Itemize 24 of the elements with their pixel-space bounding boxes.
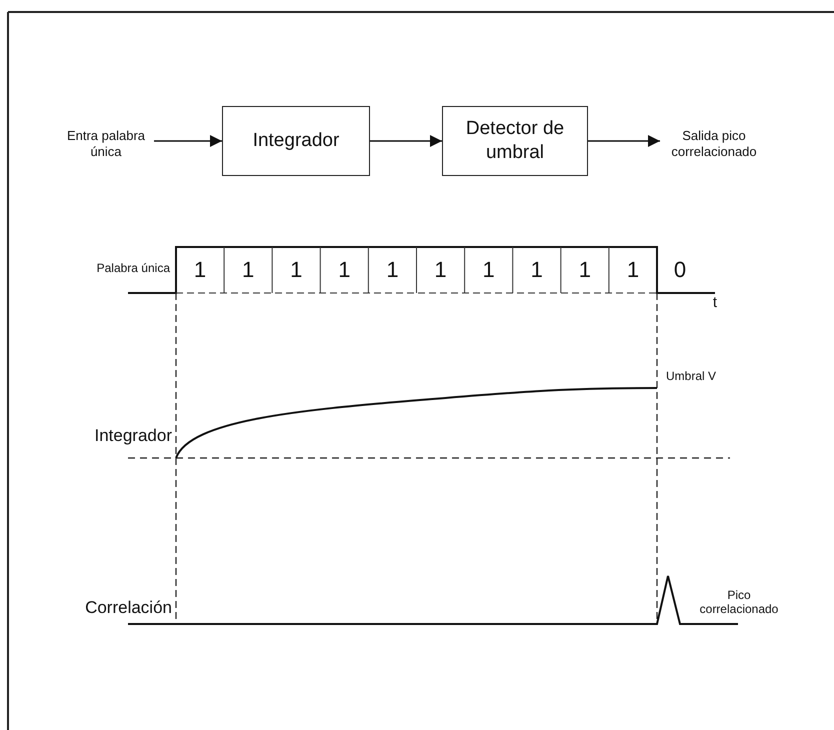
bit-value: 1 <box>626 257 640 284</box>
peak-label: Pico correlacionado <box>698 588 780 617</box>
signal-label: Integrador <box>94 426 172 446</box>
signal-label: Correlación <box>84 598 172 618</box>
bit-value: 1 <box>482 257 496 284</box>
bit-value: 1 <box>241 257 256 284</box>
bit-value: 1 <box>530 257 544 284</box>
arrow <box>154 135 222 147</box>
signal-label: Palabra única <box>96 261 170 276</box>
bit-value: 1 <box>289 257 304 284</box>
signal-label: Entra palabra única <box>52 128 160 160</box>
process-box: Integrador <box>222 106 370 176</box>
signal-label: Salida pico correlacionado <box>658 128 770 160</box>
arrow <box>370 135 442 147</box>
bit-value: 1 <box>385 257 400 284</box>
bit-value: 1 <box>192 257 208 284</box>
threshold-label: Umbral V <box>666 369 718 384</box>
process-box: Detector de umbral <box>442 106 588 176</box>
axis-label: t <box>712 294 718 312</box>
bit-value: 1 <box>433 257 448 284</box>
arrow <box>588 135 660 147</box>
bit-value: 0 <box>672 257 688 284</box>
bit-value: 1 <box>337 257 352 284</box>
bit-value: 1 <box>578 257 592 284</box>
